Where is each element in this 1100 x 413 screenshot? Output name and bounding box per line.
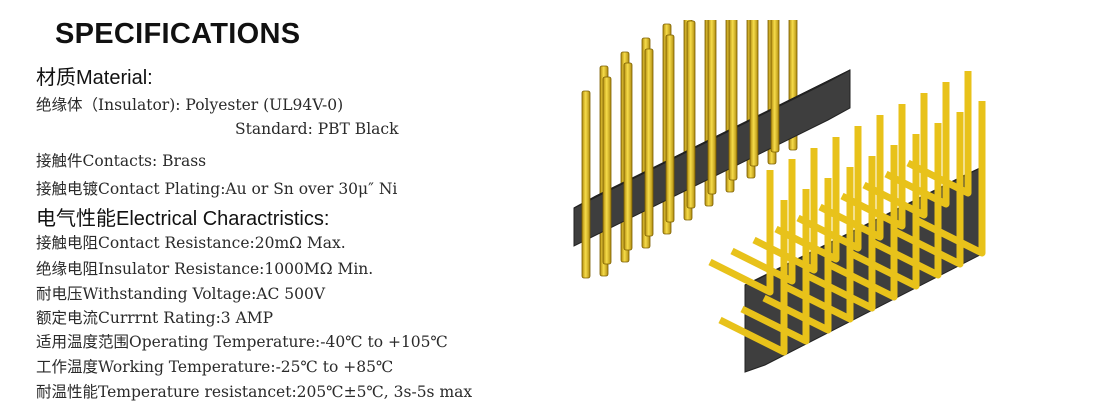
- electrical-heading: 电气性能Electrical Charactristics:: [36, 208, 330, 230]
- angled-pin: [718, 200, 788, 356]
- angled-pin: [862, 93, 928, 219]
- angled-pin: [850, 134, 920, 290]
- angled-pin: [762, 178, 832, 334]
- spec-insulator-standard: Standard: PBT Black: [235, 120, 399, 138]
- page-title: SPECIFICATIONS: [55, 18, 301, 50]
- angled-pin: [894, 112, 964, 268]
- spec-insulator: 绝缘体（Insulator): Polyester (UL94V-0): [36, 96, 344, 114]
- angled-pin: [872, 123, 942, 279]
- spec-contact-plating: 接触电镀Contact Plating:Au or Sn over 30μ″ N…: [36, 180, 398, 198]
- angled-pin: [884, 82, 950, 208]
- right-angle-pin-header: [708, 71, 986, 373]
- straight-pin-header: [573, 20, 851, 279]
- angled-pin: [916, 101, 986, 257]
- spec-contact-resistance: 接触电阻Contact Resistance:20mΩ Max.: [36, 234, 346, 252]
- spec-insulator-resistance: 绝缘电阻Insulator Resistance:1000MΩ Min.: [36, 260, 374, 278]
- spec-withstanding-voltage: 耐电压Withstanding Voltage:AC 500V: [36, 285, 326, 303]
- pin-header-connectors-icon: [573, 20, 986, 373]
- angled-pin: [708, 170, 774, 296]
- material-heading: 材质Material:: [36, 67, 153, 89]
- spec-current-rating: 额定电流Currrnt Rating:3 AMP: [36, 309, 274, 327]
- angled-pin: [740, 189, 810, 345]
- angled-pin: [806, 156, 876, 312]
- spec-contacts: 接触件Contacts: Brass: [36, 152, 207, 170]
- angled-pin: [840, 104, 906, 230]
- spec-operating-temperature: 适用温度范围Operating Temperature:-40℃ to +105…: [36, 333, 448, 351]
- angled-pin: [752, 148, 818, 274]
- angled-pin: [774, 137, 840, 263]
- spec-temperature-resistance: 耐温性能Temperature resistancet:205℃±5℃, 3s-…: [36, 383, 473, 401]
- angled-pin: [784, 167, 854, 323]
- angled-pin: [906, 71, 972, 197]
- spec-working-temperature: 工作温度Working Temperature:-25℃ to +85℃: [36, 358, 394, 376]
- angled-pin: [796, 126, 862, 252]
- angled-pin: [730, 159, 796, 285]
- angled-pin: [828, 145, 898, 301]
- angled-pin: [818, 115, 884, 241]
